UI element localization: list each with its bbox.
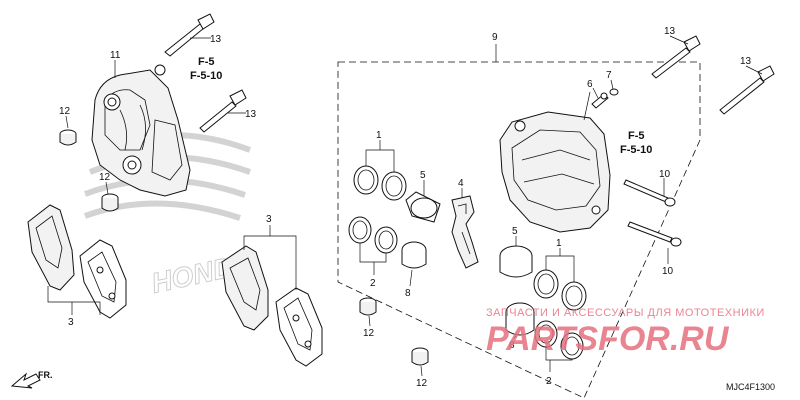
leader-12a [65, 115, 69, 129]
piston-5-upper [405, 191, 441, 223]
seal-2-upper-b [374, 226, 398, 254]
leader-9-body [583, 91, 591, 121]
leader-12b [105, 181, 109, 195]
left-lower-bushing [101, 193, 119, 212]
callout-6: 6 [587, 79, 593, 90]
assembly-frame [337, 61, 701, 399]
callout-12: 12 [363, 328, 375, 339]
ref-label-right-bottom: F-5-10 [620, 144, 652, 156]
callout-4: 4 [458, 178, 464, 189]
callout-12: 12 [59, 106, 71, 117]
caliper-pin-10-upper [623, 179, 676, 207]
callout-13: 13 [740, 56, 752, 67]
seal-2-lower-a [534, 320, 558, 348]
leader-7 [610, 79, 614, 90]
middle-outer-pad [221, 245, 269, 331]
piston-5-lower [499, 245, 533, 278]
watermark-tagline: ЗАПЧАСТИ И АКСЕССУАРЫ ДЛЯ МОТОТЕХНИКИ [486, 307, 765, 319]
left-inner-pad [79, 239, 127, 319]
leader-2b [545, 347, 573, 361]
callout-5: 5 [420, 170, 426, 181]
callout-5: 5 [512, 226, 518, 237]
callout-13: 13 [210, 34, 222, 45]
seal-1-upper-a [353, 165, 379, 195]
leader-2a [359, 243, 387, 263]
ref-label-right-top: F-5 [628, 130, 645, 142]
seal-1-lower-b [561, 281, 587, 311]
callout-9: 9 [492, 32, 498, 43]
callout-3: 3 [68, 317, 74, 328]
leader-8a [409, 269, 413, 287]
bleeder-valve-6 [591, 92, 609, 109]
left-upper-bushing [59, 129, 77, 146]
seal-1-lower-a [533, 269, 559, 299]
watermark: ЗАПЧАСТИ И АКСЕССУАРЫ ДЛЯ МОТОТЕХНИКИ PA… [486, 307, 765, 358]
callout-10: 10 [659, 169, 671, 180]
callout-2: 2 [370, 278, 376, 289]
left-upper-bolt [164, 13, 215, 57]
leader-13c [669, 35, 689, 45]
diagram-code: MJC4F1300 [726, 382, 775, 392]
ref-label-left-bottom: F-5-10 [190, 70, 222, 82]
callout-11: 11 [110, 50, 121, 61]
callout-12: 12 [416, 378, 428, 389]
callout-12: 12 [99, 172, 111, 183]
watermark-logo: PARTSFOR.RU [486, 320, 730, 358]
leader-8b [513, 335, 517, 339]
seal-2-upper-a [348, 216, 372, 244]
callout-13: 13 [245, 109, 257, 120]
callout-1: 1 [556, 238, 562, 249]
center-bushing [359, 297, 377, 316]
callout-2: 2 [546, 376, 552, 387]
left-lower-bolt [199, 89, 247, 133]
callout-1: 1 [376, 130, 382, 141]
bottom-bushing [411, 347, 429, 366]
callout-8: 8 [405, 288, 411, 299]
middle-inner-pad [275, 287, 323, 367]
callout-13: 13 [664, 26, 676, 37]
callout-7: 7 [606, 70, 612, 81]
front-direction-arrow: FR. [10, 370, 53, 389]
ref-label-left-top: F-5 [198, 56, 215, 68]
left-caliper-body [91, 64, 191, 197]
callout-10: 10 [662, 266, 674, 277]
caliper-pin-10-lower [627, 221, 682, 247]
right-lower-bolt [719, 65, 775, 115]
leader-6 [592, 87, 599, 99]
leader-12c [368, 315, 371, 327]
callout-8: 8 [509, 340, 515, 351]
leader-12d [420, 365, 423, 377]
left-outer-pad [27, 204, 75, 291]
callout-3: 3 [266, 214, 272, 225]
seal-1-upper-b [381, 171, 407, 201]
pad-spring-4 [451, 195, 479, 269]
bleeder-cap-7 [609, 88, 619, 96]
right-caliper-body [499, 111, 611, 233]
leader-13d [745, 65, 763, 75]
right-upper-bolt [651, 35, 701, 79]
seal-2-lower-b [560, 332, 584, 360]
piston-8-lower [505, 302, 535, 336]
leader-3a [47, 286, 101, 315]
front-direction-label: FR. [38, 370, 53, 380]
piston-8-upper [401, 241, 427, 269]
